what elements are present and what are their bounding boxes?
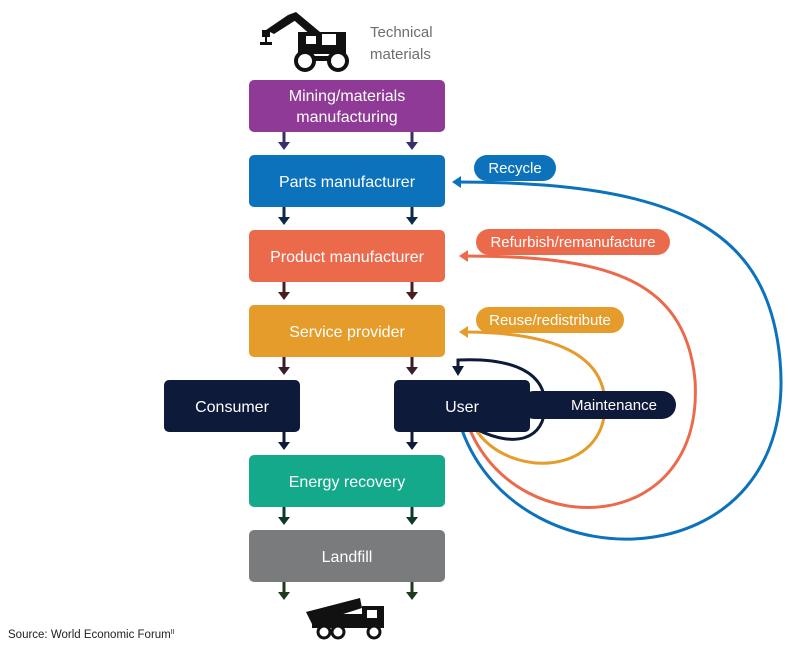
maintenance-pill: Maintenance — [520, 391, 676, 419]
recycle-loop-arc — [454, 180, 783, 541]
maintenance-arrowhead — [452, 366, 464, 376]
stage-service: Service provider — [249, 305, 445, 357]
refurbish-label: Refurbish/remanufacture — [490, 234, 655, 251]
recycle-pill: Recycle — [474, 155, 556, 181]
reuse-label: Reuse/redistribute — [489, 312, 611, 329]
dump-truck-icon — [306, 598, 384, 640]
stage-landfill-label: Landfill — [322, 549, 373, 566]
reuse-arrowhead — [459, 326, 468, 338]
stage-parts: Parts manufacturer — [249, 155, 445, 207]
source-note: Source: World Economic ForumII — [8, 629, 175, 641]
stage-mining: Mining/materials manufacturing — [249, 80, 445, 132]
excavator-icon — [260, 12, 349, 72]
stage-energy: Energy recovery — [249, 455, 445, 507]
refurbish-arrowhead — [459, 250, 468, 262]
stage-user: User — [394, 380, 530, 432]
recycle-arrowhead — [452, 176, 461, 188]
refurbish-loop-arc — [462, 254, 697, 509]
stage-consumer-label: Consumer — [195, 399, 269, 416]
title-line-1: Technical — [370, 24, 433, 41]
stage-product-label: Product manufacturer — [270, 249, 425, 266]
stage-parts-label: Parts manufacturer — [279, 174, 416, 191]
stage-energy-label: Energy recovery — [289, 474, 406, 491]
stage-mining-label-1: Mining/materials — [289, 88, 405, 105]
stage-consumer: Consumer — [164, 380, 300, 432]
stage-user-label: User — [445, 399, 479, 416]
stage-product: Product manufacturer — [249, 230, 445, 282]
refurbish-pill: Refurbish/remanufacture — [476, 229, 670, 255]
stage-service-label: Service provider — [289, 324, 405, 341]
reuse-pill: Reuse/redistribute — [476, 307, 624, 333]
source-mark: II — [171, 629, 175, 636]
flow-arrows — [278, 132, 418, 600]
recycle-label: Recycle — [488, 160, 541, 177]
stage-mining-label-2: manufacturing — [296, 109, 397, 126]
source-text: Source: World Economic Forum — [8, 629, 171, 641]
title-line-2: materials — [370, 46, 431, 63]
stage-landfill: Landfill — [249, 530, 445, 582]
maintenance-label: Maintenance — [571, 397, 657, 414]
